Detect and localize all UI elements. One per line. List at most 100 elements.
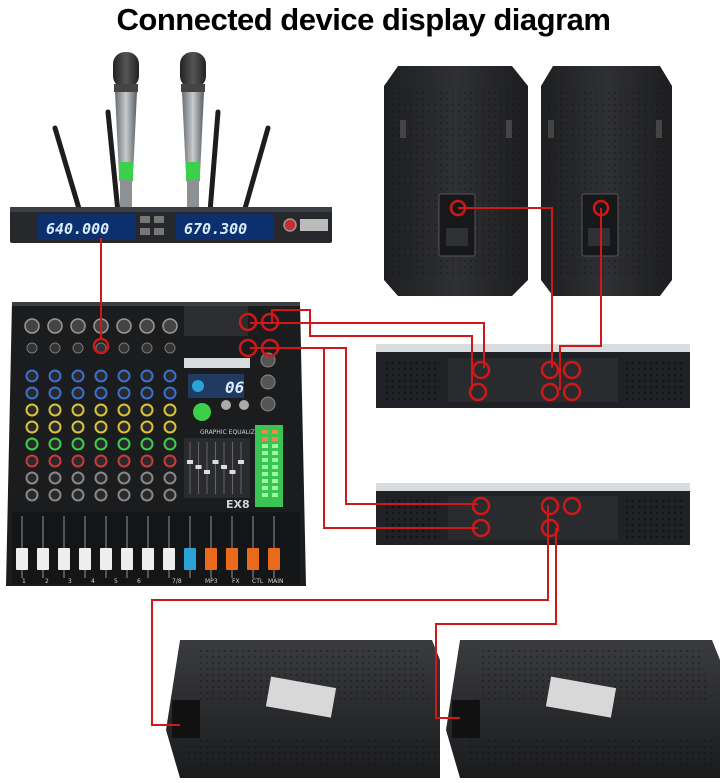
knob-icon[interactable] [48, 420, 62, 434]
knob-icon[interactable] [94, 369, 108, 383]
knob-icon[interactable] [117, 437, 131, 451]
channel-number-label: 3 [68, 578, 72, 585]
receiver-display-b [176, 214, 274, 240]
knob-icon[interactable] [94, 437, 108, 451]
knob-icon[interactable] [140, 420, 154, 434]
fader[interactable] [58, 548, 70, 570]
knob-icon[interactable] [48, 437, 62, 451]
knob-icon[interactable] [48, 488, 62, 502]
knob-icon[interactable] [140, 403, 154, 417]
eq-slider[interactable] [229, 470, 236, 474]
receiver-display-a [38, 214, 136, 240]
knob-icon[interactable] [163, 386, 177, 400]
channel-number-label: MAIN [268, 578, 284, 585]
knob-icon[interactable] [25, 369, 39, 383]
knob-icon[interactable] [94, 403, 108, 417]
receiver-freq-b: 670.300 [184, 220, 247, 238]
knob-icon[interactable] [117, 471, 131, 485]
knob-icon[interactable] [48, 403, 62, 417]
knob-icon[interactable] [25, 471, 39, 485]
eq-slider[interactable] [187, 460, 193, 464]
knob-icon[interactable] [48, 369, 62, 383]
eq-slider[interactable] [195, 465, 202, 469]
knob-icon[interactable] [163, 420, 177, 434]
knob-icon[interactable] [94, 471, 108, 485]
fader[interactable] [247, 548, 259, 570]
antenna-right-inner [207, 109, 221, 215]
knob-icon[interactable] [163, 454, 177, 468]
fader[interactable] [100, 548, 112, 570]
antenna-right [241, 125, 271, 215]
knob-icon[interactable] [117, 403, 131, 417]
microphone-1 [113, 52, 139, 208]
fader[interactable] [268, 548, 280, 570]
knob-icon[interactable] [117, 386, 131, 400]
knob-icon[interactable] [25, 386, 39, 400]
power-button-icon [283, 218, 297, 232]
graphic-equalizer [184, 438, 250, 498]
fader[interactable] [142, 548, 154, 570]
eq-slider[interactable] [238, 460, 244, 464]
knob-icon[interactable] [48, 454, 62, 468]
knob-icon[interactable] [117, 420, 131, 434]
mixer-effect-value: 06 [225, 378, 245, 397]
knob-icon[interactable] [94, 454, 108, 468]
knob-icon[interactable] [94, 420, 108, 434]
knob-icon[interactable] [163, 488, 177, 502]
fader[interactable] [121, 548, 133, 570]
knob-icon[interactable] [71, 471, 85, 485]
microphone-2 [180, 52, 206, 208]
knob-icon[interactable] [140, 437, 154, 451]
fader[interactable] [184, 548, 196, 570]
knob-icon[interactable] [94, 488, 108, 502]
knob-icon[interactable] [117, 369, 131, 383]
mixer-channel-strips [24, 318, 178, 502]
knob-icon[interactable] [140, 369, 154, 383]
knob-icon[interactable] [71, 403, 85, 417]
eq-slider[interactable] [204, 470, 210, 474]
mixer-effect-button-icon [193, 403, 211, 421]
channel-number-label: 1 [22, 578, 26, 585]
fader[interactable] [37, 548, 49, 570]
cable-mixer-main-r-to-amp1 [271, 309, 473, 390]
channel-number-label: FX [232, 578, 240, 585]
knob-icon[interactable] [163, 369, 177, 383]
stage-monitor-right [446, 640, 720, 778]
knob-icon[interactable] [117, 454, 131, 468]
knob-icon[interactable] [71, 420, 85, 434]
eq-slider[interactable] [221, 465, 227, 469]
knob-icon[interactable] [25, 420, 39, 434]
knob-icon[interactable] [71, 437, 85, 451]
fader[interactable] [16, 548, 28, 570]
fader[interactable] [205, 548, 217, 570]
knob-icon[interactable] [140, 454, 154, 468]
eq-slider[interactable] [212, 460, 219, 464]
knob-icon[interactable] [163, 403, 177, 417]
knob-icon[interactable] [71, 369, 85, 383]
cable-amp2-to-monitor-right [435, 528, 557, 719]
knob-icon[interactable] [25, 403, 39, 417]
fader[interactable] [226, 548, 238, 570]
fader[interactable] [79, 548, 91, 570]
fader[interactable] [163, 548, 175, 570]
main-speaker-right [541, 66, 672, 296]
knob-icon[interactable] [25, 488, 39, 502]
knob-icon[interactable] [163, 437, 177, 451]
knob-icon[interactable] [140, 488, 154, 502]
knob-icon[interactable] [163, 471, 177, 485]
knob-icon[interactable] [71, 454, 85, 468]
level-meter [255, 425, 283, 507]
knob-icon[interactable] [71, 386, 85, 400]
knob-icon[interactable] [94, 386, 108, 400]
mixer-channel-strip [93, 318, 109, 502]
knob-icon[interactable] [140, 386, 154, 400]
knob-icon[interactable] [48, 386, 62, 400]
wireless-microphone-system: 640.000 670.300 [10, 52, 332, 243]
knob-icon[interactable] [71, 488, 85, 502]
knob-icon[interactable] [25, 437, 39, 451]
knob-icon[interactable] [140, 471, 154, 485]
knob-icon[interactable] [48, 471, 62, 485]
knob-icon[interactable] [117, 488, 131, 502]
knob-icon[interactable] [25, 454, 39, 468]
